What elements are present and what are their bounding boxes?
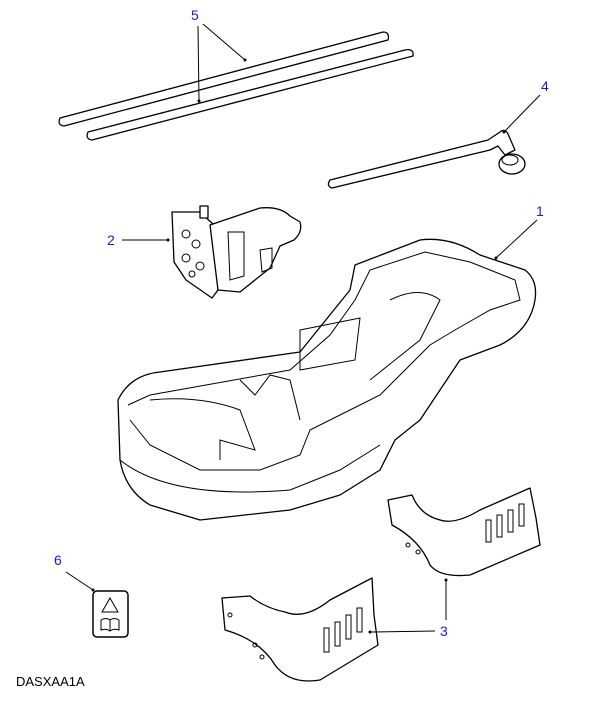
warning-triangle-icon	[101, 596, 119, 613]
callout-3[interactable]: 3	[440, 623, 448, 639]
pump-part[interactable]	[171, 205, 302, 299]
jack-handle-part[interactable]	[327, 129, 526, 189]
diagram-code: DASXAA1A	[16, 674, 85, 689]
callout-1[interactable]: 1	[536, 203, 544, 219]
bracket-part-upper[interactable]	[387, 487, 541, 577]
manual-book-icon	[100, 618, 120, 632]
leader-lines	[65, 23, 541, 634]
warning-label-part[interactable]	[92, 590, 129, 638]
tray-part[interactable]	[117, 238, 537, 521]
callout-2[interactable]: 2	[107, 232, 115, 248]
bracket-part-lower[interactable]	[221, 577, 379, 682]
callout-6[interactable]: 6	[54, 552, 62, 568]
callout-4[interactable]: 4	[541, 78, 549, 94]
callout-5[interactable]: 5	[191, 7, 199, 23]
tubes-part[interactable]	[58, 31, 414, 141]
